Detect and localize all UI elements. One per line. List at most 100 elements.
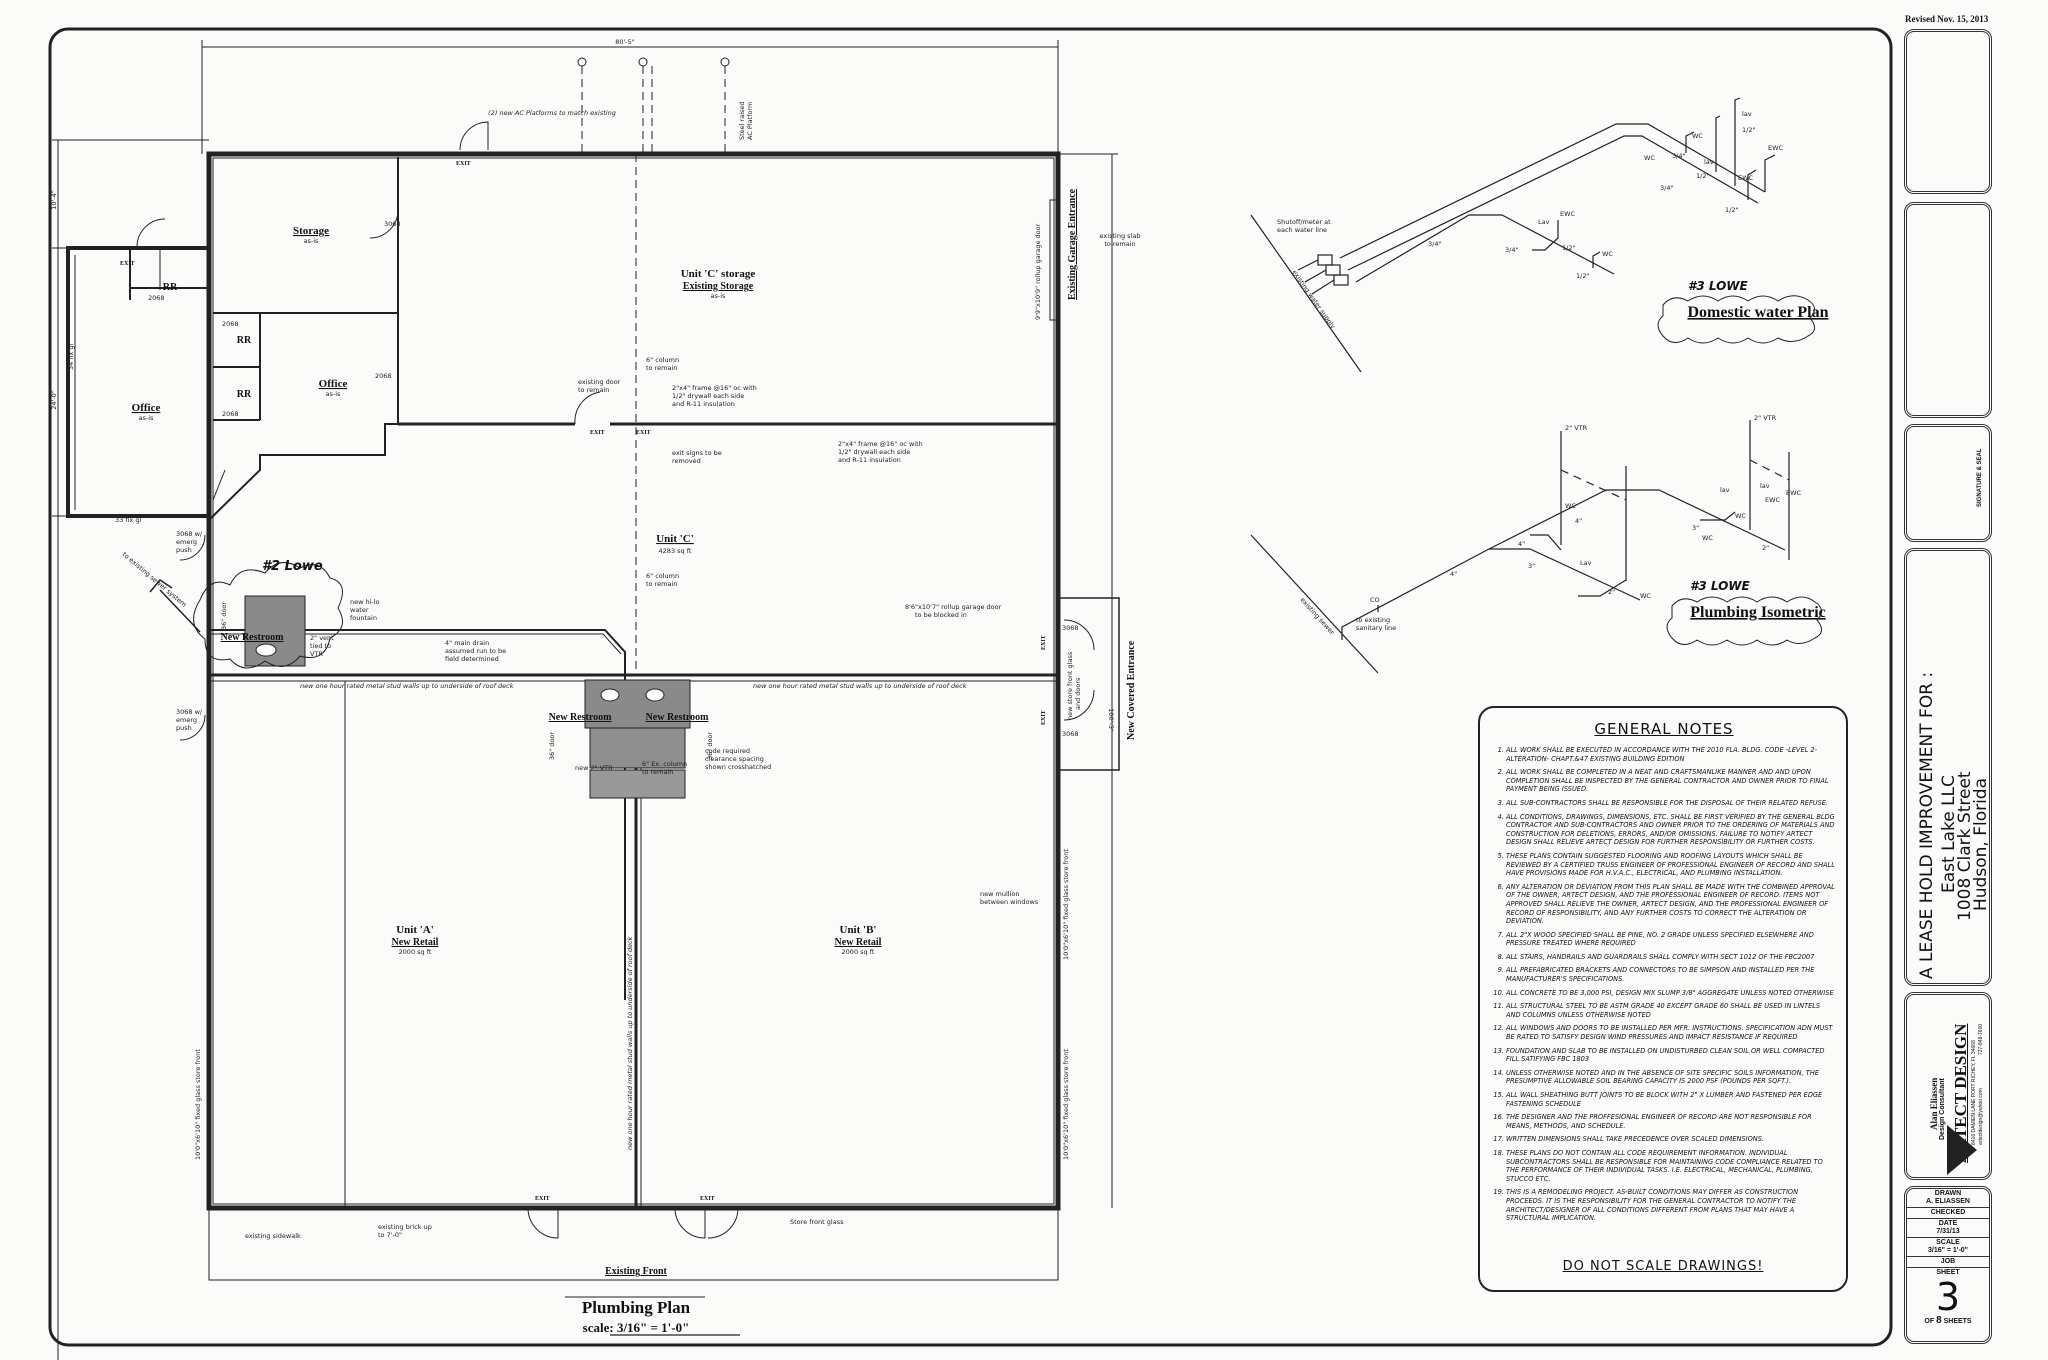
floor-plan-labels: 80'-5" 100'-5" 10'-4" 24'-0" (2) new AC … [50, 38, 1140, 1335]
note-exit-signs: exit signs to be [672, 449, 722, 457]
note-ex-column: 6" Ex. column [642, 760, 687, 768]
fixture-label: lav [1704, 158, 1714, 166]
fixture-label: EWC [1738, 174, 1754, 182]
general-notes-title: GENERAL NOTES [1594, 720, 1734, 738]
revision-cloud [1666, 596, 1822, 646]
exit-sign: EXIT [636, 430, 651, 436]
note-main-drain: 4" main drain [445, 639, 489, 647]
general-notes-list: All work shall be executed in accordance… [1492, 746, 1836, 1223]
room-office-right-sub: as-is [326, 390, 342, 398]
note-store-front-glass: Store front glass [790, 1218, 844, 1226]
dim-left-lower: 24'-0" [50, 390, 58, 410]
general-note-item: Unless otherwise noted and in the absenc… [1506, 1069, 1836, 1086]
door-tag-emerg: 3068 w/ [176, 708, 203, 716]
pipe-size: 4" [1518, 540, 1525, 548]
fixture-label: lav [1742, 110, 1752, 118]
note-brick: existing brick up [378, 1223, 432, 1231]
room-unit-c-storage-sub: Existing Storage [683, 281, 754, 292]
pipe-size: 1/2" [1562, 244, 1575, 252]
revision-date: Revised Nov. 15, 2013 [1905, 14, 1989, 24]
note-brick: to 7'-0" [378, 1231, 402, 1239]
revision-cloud [1657, 295, 1815, 344]
note-ex-column: to remain [642, 768, 673, 776]
room-new-restroom-1: New Restroom [221, 632, 285, 643]
general-note-item: These plans contain suggested flooring a… [1506, 852, 1836, 878]
general-note-item: The designer and the proffesional engine… [1506, 1113, 1836, 1130]
room-rr-1: RR [163, 282, 178, 293]
room-unit-a-area: 2000 sq ft [399, 948, 432, 956]
vtr-label: 2" VTR [1565, 424, 1588, 432]
note-column: to remain [646, 364, 677, 372]
general-note-item: These plans do not contain all code requ… [1506, 1149, 1836, 1183]
sheet-border [48, 27, 1893, 1347]
room-unit-a: Unit 'A' [396, 924, 434, 936]
pipe-size: 1/2" [1742, 126, 1755, 134]
room-unit-a-sub: New Retail [392, 937, 439, 948]
firm-email: artectdesign@yahoo.com [1978, 1088, 1984, 1145]
note-frame: 1/2" drywall each side [838, 448, 910, 456]
note-main-drain: assumed run to be [445, 647, 506, 655]
note-fountain: fountain [350, 614, 377, 622]
project-city: Hudson, Florida [1971, 777, 1991, 911]
note-stud-walls: new one hour rated metal stud walls up t… [626, 936, 634, 1150]
note-existing-sidewalk: existing sidewalk [245, 1232, 301, 1240]
note-to-sewer: to existing sewer system [121, 550, 188, 608]
label-existing-sewer: existing sewer [1299, 596, 1337, 636]
general-note-item: All 2"x wood specified shall be pine, No… [1506, 931, 1836, 948]
room-unit-b-area: 2000 sq ft [842, 948, 875, 956]
sheet-number: 3 [1935, 1275, 1961, 1319]
note-existing-slab: existing slab [1100, 232, 1141, 240]
exit-sign: EXIT [456, 161, 471, 167]
job-row: JOB [1907, 1257, 1989, 1268]
pipe-size: 2" [1608, 588, 1615, 596]
label-existing-garage-entrance: Existing Garage Entrance [1067, 188, 1078, 300]
exit-sign: EXIT [535, 1196, 550, 1202]
room-office-left-sub: as-is [139, 414, 155, 422]
note-column: to remain [646, 580, 677, 588]
door-tag: 3068 [384, 220, 401, 228]
plumbing-isometric-labels: 2" VTR 2" VTR WC 4" 4" 4" CO 3" 2" WC La… [1299, 414, 1826, 646]
revision-tag-lowe-2: #2 Lowe [262, 559, 323, 574]
artect-logo-icon [1947, 1125, 1977, 1175]
note-mullion: new mullion [980, 890, 1019, 898]
drawn-label: DRAWN [1934, 1190, 1962, 1197]
general-note-item: All conditions, drawings, dimensions, et… [1506, 813, 1836, 847]
note-to-sanitary: to existing [1356, 616, 1390, 624]
note-frame: 1/2" drywall each side [672, 392, 744, 400]
note-frame: 2"x4" frame @16" oc with [672, 384, 757, 392]
fixture-label: EWC [1786, 489, 1802, 497]
note-mullion: between windows [980, 898, 1039, 906]
general-note-item: All work shall be completed in a neat an… [1506, 768, 1836, 794]
room-new-restroom-3: New Restroom [646, 712, 710, 723]
note-steel-platform-1: Steel raised [738, 101, 746, 140]
drawn-value: A. ELIASSEN [1926, 1198, 1970, 1205]
door-tag: 36" door [706, 732, 714, 760]
note-fixed-glass: 10'0"x6'10" fixed glass store front [194, 1049, 202, 1160]
exit-sign: EXIT [120, 261, 135, 267]
revision-tag-water: #3 LOWE [1688, 279, 1749, 293]
sheets-label: SHEETS [1943, 1318, 1972, 1325]
pipe-size: 3/4" [1672, 152, 1685, 160]
firm-phone: 727-848-7600 [1978, 1023, 1984, 1055]
fixture-label: Lav [1538, 218, 1550, 226]
general-note-item: All work shall be executed in accordance… [1506, 746, 1836, 763]
pipe-size: 4" [1450, 570, 1457, 578]
note-column: 6" column [646, 572, 679, 580]
scale-label: SCALE [1936, 1239, 1960, 1246]
note-steel-platform-2: AC Platform [746, 102, 754, 140]
fixture-label: WC [1735, 512, 1746, 520]
room-unit-c: Unit 'C' [656, 533, 694, 545]
door-tag-emerg: emerg [176, 716, 197, 724]
title-block-box-1 [1904, 29, 1992, 194]
domestic-water-diagram [1250, 97, 1776, 373]
note-fix-gl-34: 34 fix gl [67, 344, 75, 370]
fixture-label: WC [1640, 592, 1651, 600]
signature-seal-box: SIGNATURE & SEAL [1904, 424, 1992, 542]
sheet-total: 8 [1936, 1315, 1942, 1326]
designer-box: Alan Eliassen Design Consultant ARTECT D… [1904, 992, 1992, 1180]
general-note-item: This is a remodeling project. As-built c… [1506, 1188, 1836, 1222]
note-fountain: new hi-lo [350, 598, 380, 606]
isometric-title: Plumbing Isometric [1690, 604, 1826, 621]
scale-value: 3/16" = 1'-0" [1927, 1247, 1969, 1254]
